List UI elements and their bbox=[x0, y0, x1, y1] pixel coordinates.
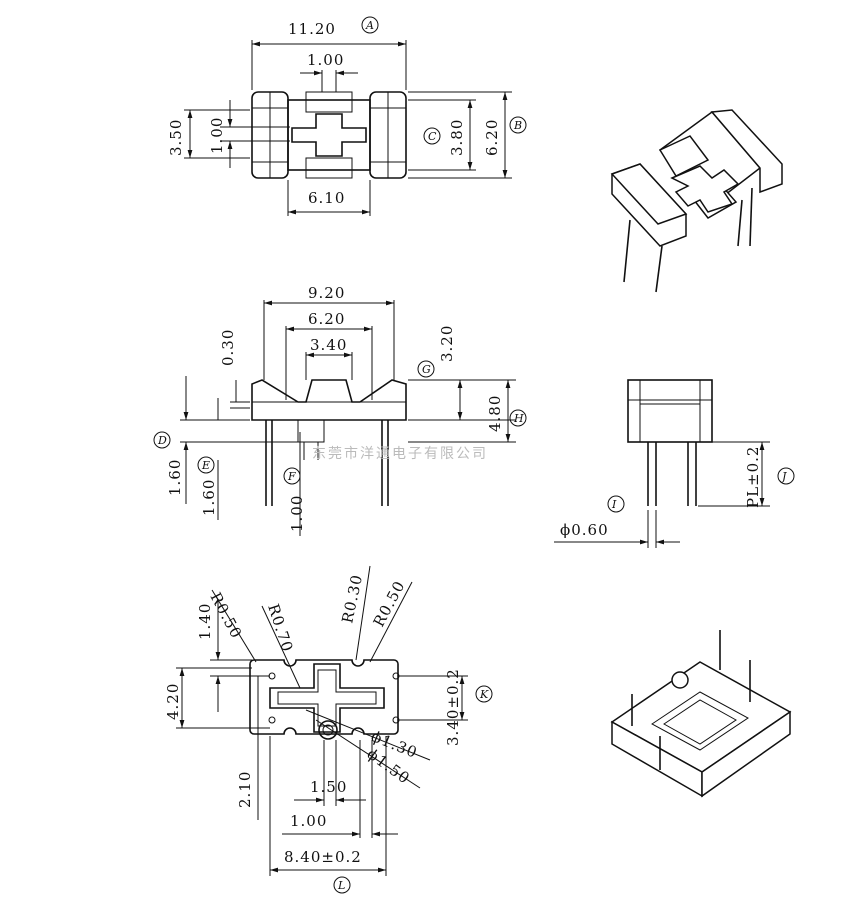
side-pin-tag: I bbox=[611, 498, 617, 511]
top-right-outer-tag: B bbox=[513, 119, 522, 132]
top-left-outer: 3.50 bbox=[167, 119, 185, 156]
side-view: PL±0.2 J ϕ0.60 I bbox=[554, 379, 795, 548]
bottom-overall: 8.40±0.2 bbox=[284, 848, 362, 866]
watermark: 东莞市洋通电子有限公司 bbox=[312, 445, 488, 462]
front-left-f-tag: F bbox=[287, 470, 296, 483]
top-width-tag: A bbox=[365, 19, 374, 32]
bottom-r4: R0.50 bbox=[370, 578, 409, 630]
bottom-right-dim: 3.40±0.2 bbox=[444, 668, 462, 746]
top-bottom-width: 6.10 bbox=[308, 189, 345, 207]
top-right-inner: 3.80 bbox=[448, 119, 466, 156]
bottom-left-top: 1.40 bbox=[196, 603, 214, 640]
bottom-150: 1.50 bbox=[310, 778, 347, 796]
front-left-d: 1.60 bbox=[166, 459, 184, 496]
top-view: 11.20 A 1.00 6.10 3.50 1.00 3.80 C 6.20 bbox=[167, 16, 527, 216]
front-width-outer: 9.20 bbox=[308, 284, 345, 302]
front-height-top: 3.20 bbox=[438, 325, 456, 362]
front-left-e: 1.60 bbox=[200, 479, 218, 516]
top-width-value: 11.20 bbox=[288, 20, 336, 38]
front-left-f: 1.00 bbox=[288, 495, 306, 532]
front-height-body-tag: H bbox=[513, 412, 524, 425]
top-right-inner-tag: C bbox=[428, 130, 437, 143]
top-slot-width: 1.00 bbox=[307, 51, 344, 69]
bottom-100: 1.00 bbox=[290, 812, 327, 830]
bottom-view: R0.50 R0.70 R0.30 R0.50 1.40 4.20 2.10 3… bbox=[164, 565, 493, 894]
side-pin-length: PL±0.2 bbox=[744, 446, 762, 508]
front-width-inner: 3.40 bbox=[310, 336, 347, 354]
bottom-r2: R0.70 bbox=[264, 602, 296, 655]
top-right-outer: 6.20 bbox=[483, 119, 501, 156]
front-left-e-tag: E bbox=[201, 459, 210, 472]
front-view: 9.20 6.20 3.40 3.20 G 4.80 H 0.30 1.60 D bbox=[153, 284, 527, 536]
bottom-left-mid: 4.20 bbox=[164, 683, 182, 720]
front-left-d-tag: D bbox=[157, 434, 167, 447]
side-pin-diameter: ϕ0.60 bbox=[560, 521, 609, 539]
front-width-mid: 6.20 bbox=[308, 310, 345, 328]
top-left-inner: 1.00 bbox=[208, 117, 226, 154]
front-height-small: 0.30 bbox=[219, 329, 237, 366]
bottom-overall-tag: L bbox=[337, 879, 345, 892]
side-pin-length-tag: J bbox=[780, 470, 787, 483]
isometric-top-view bbox=[610, 109, 783, 293]
bottom-right-dim-tag: K bbox=[479, 688, 489, 701]
front-height-top-tag: G bbox=[422, 363, 431, 376]
front-height-body: 4.80 bbox=[486, 395, 504, 432]
isometric-bottom-view bbox=[610, 630, 792, 798]
bottom-left-bot: 2.10 bbox=[236, 771, 254, 808]
